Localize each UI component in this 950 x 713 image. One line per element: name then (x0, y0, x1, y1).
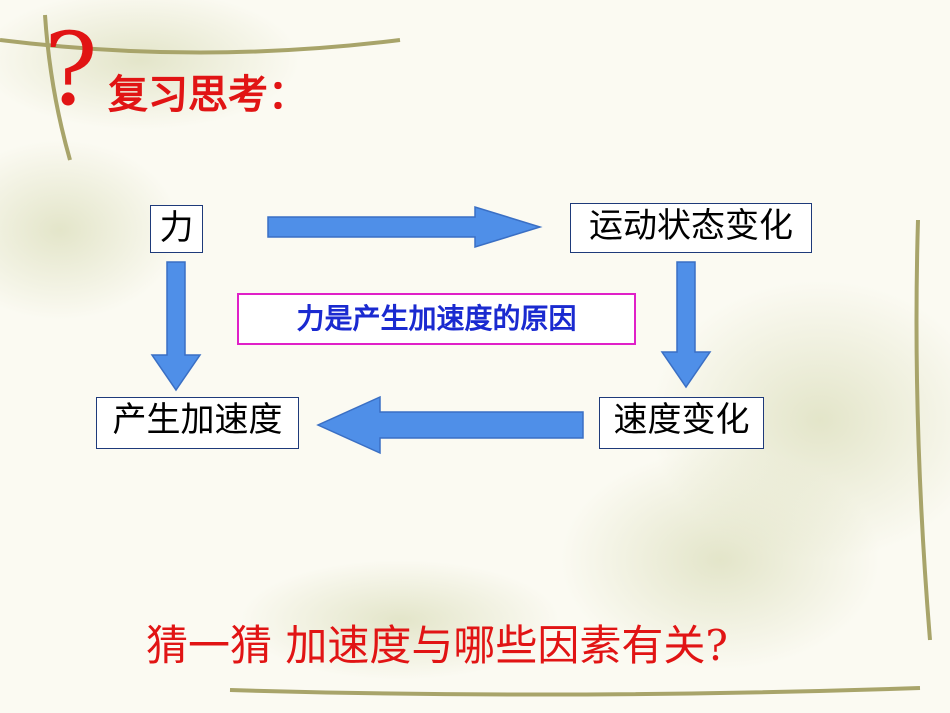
center-statement: 力是产生加速度的原因 (237, 293, 636, 345)
node-velocity-change: 速度变化 (599, 397, 764, 449)
slide-title: 复习思考： (108, 72, 308, 118)
arrow-down-right (660, 261, 712, 389)
arrow-right (267, 205, 543, 249)
node-force: 力 (150, 205, 203, 253)
arrow-left (316, 395, 584, 455)
footer-question: 猜一猜 加速度与哪些因素有关? (146, 621, 728, 670)
arrow-down-left (150, 261, 202, 392)
question-mark-icon: ? (44, 11, 98, 128)
node-acceleration: 产生加速度 (96, 397, 299, 449)
node-motion-change: 运动状态变化 (570, 203, 812, 253)
